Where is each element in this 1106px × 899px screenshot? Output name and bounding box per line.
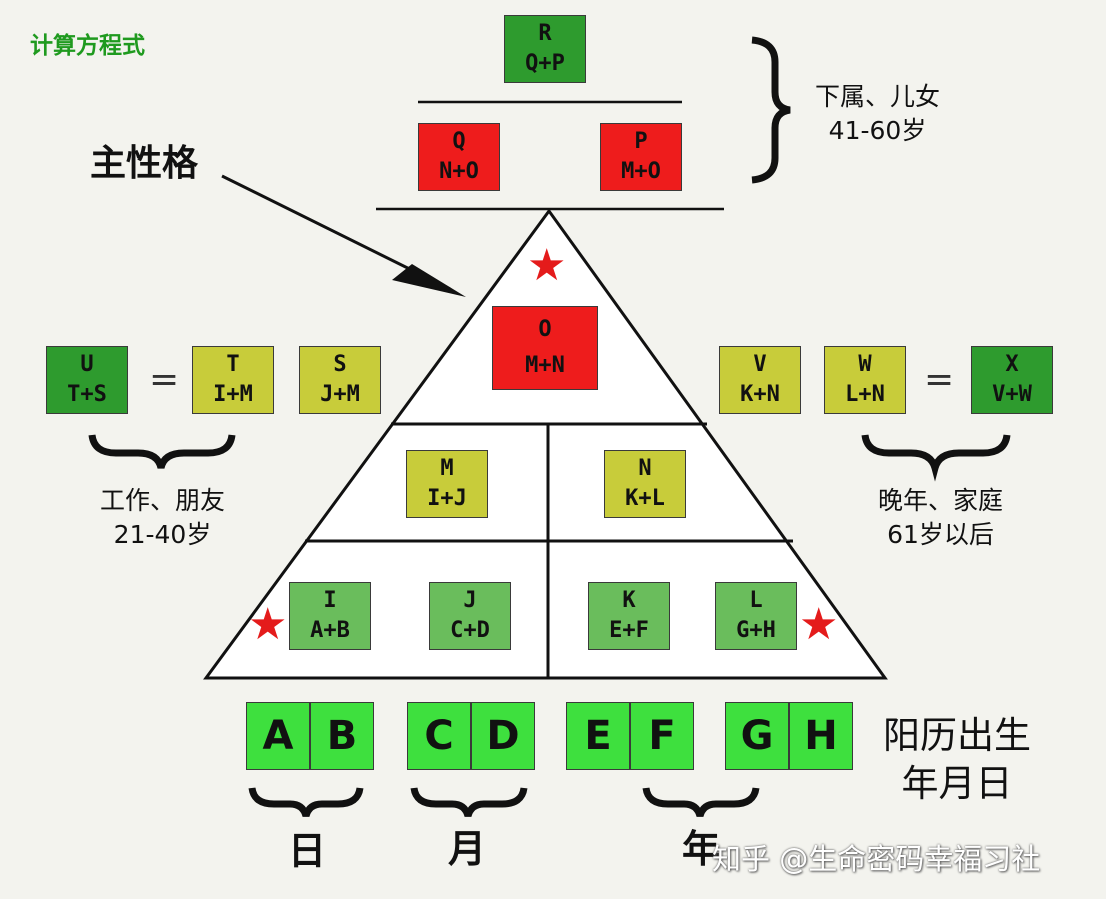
letter-box-a: A: [246, 702, 310, 770]
watermark: 知乎 @生命密码幸福习社: [712, 842, 1041, 876]
subordinates-label: 下属、儿女 41-60岁: [800, 80, 955, 148]
box-t-formula: I+M: [213, 382, 253, 407]
work-friends-label: 工作、朋友 21-40岁: [80, 484, 245, 552]
box-s: S J+M: [299, 346, 381, 414]
box-q-formula: N+O: [439, 159, 479, 184]
letter-box-g: G: [725, 702, 789, 770]
subordinates-brace: [751, 36, 791, 184]
star-icon: ★: [799, 599, 839, 650]
box-x: X V+W: [971, 346, 1053, 414]
star-icon: ★: [248, 599, 288, 650]
box-n-formula: K+L: [625, 486, 665, 511]
equals-sign-right: =: [924, 359, 955, 400]
late-life-label: 晚年、家庭 61岁以后: [858, 484, 1023, 552]
letter-box-d: D: [471, 702, 535, 770]
box-v: V K+N: [719, 346, 801, 414]
month-label: 月: [448, 827, 487, 871]
box-v-formula: K+N: [740, 382, 780, 407]
box-s-formula: J+M: [320, 382, 360, 407]
equals-sign-left: =: [149, 359, 180, 400]
box-p-letter: P: [634, 129, 648, 154]
box-m: M I+J: [406, 450, 488, 518]
box-q: Q N+O: [418, 123, 500, 191]
box-j: J C+D: [429, 582, 511, 650]
box-u-letter: U: [80, 352, 94, 377]
box-o-formula: M+N: [525, 353, 565, 378]
box-k-formula: E+F: [609, 618, 649, 643]
box-i: I A+B: [289, 582, 371, 650]
subordinates-label-line2: 41-60岁: [828, 116, 927, 145]
box-l: L G+H: [715, 582, 797, 650]
late-label-line2: 61岁以后: [887, 520, 994, 549]
late-brace: [861, 434, 1011, 482]
box-x-formula: V+W: [992, 382, 1032, 407]
month-brace: [410, 787, 528, 818]
box-v-letter: V: [753, 352, 767, 377]
box-j-letter: J: [463, 588, 477, 613]
box-l-letter: L: [749, 588, 763, 613]
box-n-letter: N: [638, 456, 652, 481]
box-u: U T+S: [46, 346, 128, 414]
box-p-formula: M+O: [621, 159, 661, 184]
year-label: 年: [682, 827, 721, 871]
box-w-formula: L+N: [845, 382, 885, 407]
box-q-letter: Q: [452, 129, 466, 154]
pyramid-triangle: [203, 208, 888, 680]
subordinates-label-line1: 下属、儿女: [814, 82, 940, 111]
box-r-formula: Q+P: [525, 51, 565, 76]
box-k-letter: K: [622, 588, 636, 613]
box-p: P M+O: [600, 123, 682, 191]
birth-date-label: 阳历出生 年月日: [872, 712, 1042, 808]
letter-box-e: E: [566, 702, 630, 770]
birth-label-line1: 阳历出生: [883, 714, 1031, 757]
box-n: N K+L: [604, 450, 686, 518]
box-j-formula: C+D: [450, 618, 490, 643]
box-m-letter: M: [440, 456, 454, 481]
day-brace: [248, 787, 364, 818]
box-r: R Q+P: [504, 15, 586, 83]
letter-box-f: F: [630, 702, 694, 770]
box-i-formula: A+B: [310, 618, 350, 643]
box-s-letter: S: [333, 352, 347, 377]
work-brace: [88, 434, 236, 469]
box-w-letter: W: [858, 352, 872, 377]
box-m-formula: I+J: [427, 486, 467, 511]
box-w: W L+N: [824, 346, 906, 414]
day-label: 日: [288, 829, 327, 873]
birth-label-line2: 年月日: [901, 762, 1013, 805]
box-l-formula: G+H: [736, 618, 776, 643]
late-label-line1: 晚年、家庭: [877, 486, 1003, 515]
box-t-letter: T: [226, 352, 240, 377]
main-arrow-head: [392, 264, 466, 297]
work-label-line1: 工作、朋友: [99, 486, 225, 515]
box-u-formula: T+S: [67, 382, 107, 407]
letter-box-c: C: [407, 702, 471, 770]
letter-box-b: B: [310, 702, 374, 770]
box-r-letter: R: [538, 21, 552, 46]
formula-title: 计算方程式: [30, 33, 145, 59]
main-personality-label: 主性格: [90, 143, 199, 184]
letter-box-h: H: [789, 702, 853, 770]
year-brace: [642, 787, 760, 818]
star-icon: ★: [527, 240, 567, 291]
box-o-letter: O: [538, 317, 552, 342]
work-label-line2: 21-40岁: [113, 520, 212, 549]
box-k: K E+F: [588, 582, 670, 650]
box-i-letter: I: [323, 588, 337, 613]
box-t: T I+M: [192, 346, 274, 414]
box-o: O M+N: [492, 306, 598, 390]
box-x-letter: X: [1005, 352, 1019, 377]
